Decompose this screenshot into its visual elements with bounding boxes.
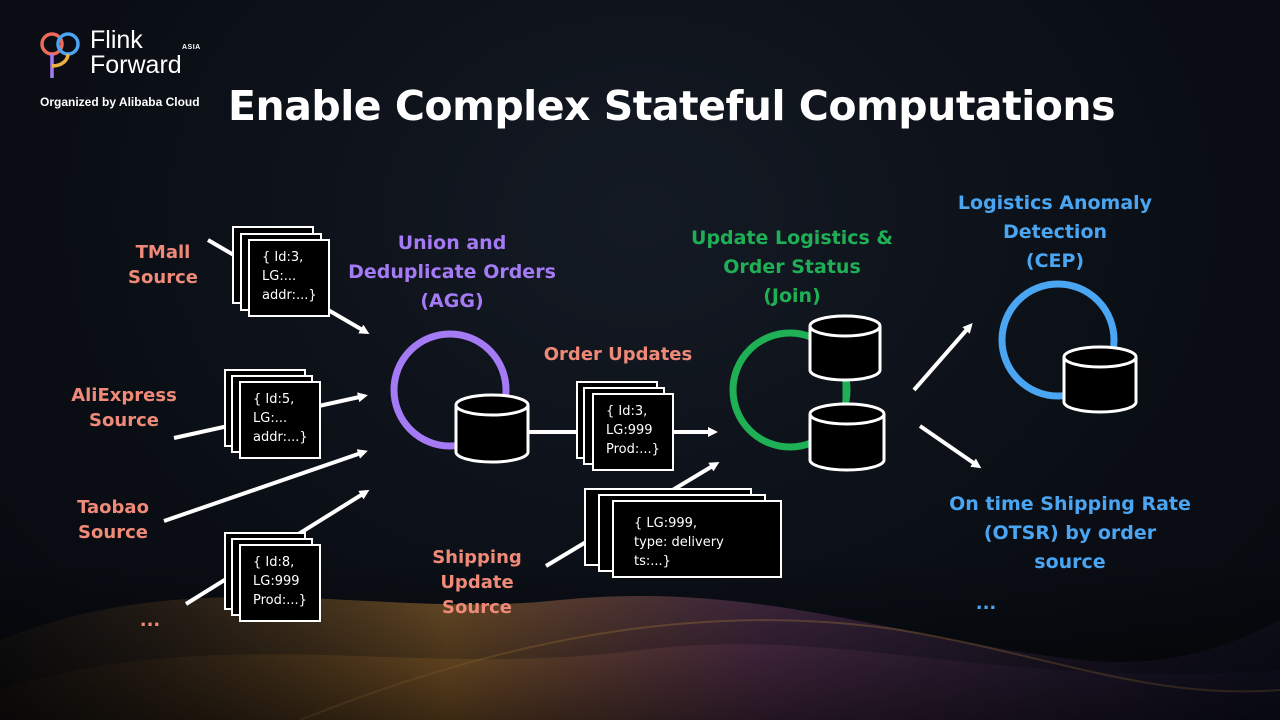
flink-logo-icon bbox=[40, 32, 80, 78]
record-line: addr:...} bbox=[253, 430, 308, 445]
source-label-tmall-line1: TMall bbox=[135, 242, 191, 263]
record-line: { Id:8, bbox=[253, 555, 295, 570]
cep-label-line1: Logistics Anomaly bbox=[957, 192, 1153, 214]
record-card-tmall: { Id:3, LG:... addr:...} bbox=[248, 239, 330, 317]
logo-organizer: Organized by Alibaba Cloud bbox=[40, 95, 200, 109]
record-card-aliexpress: { Id:5, LG:... addr:...} bbox=[239, 381, 321, 459]
logo-wordmark: Flink Forward bbox=[90, 28, 182, 78]
source-label-taobao-line1: Taobao bbox=[77, 497, 149, 518]
arrow-join-to-otsr bbox=[918, 424, 982, 469]
join-state-db-icon-top bbox=[808, 314, 882, 382]
otsr-label-line2: (OTSR) by order bbox=[983, 522, 1157, 544]
agg-operator-circle bbox=[390, 330, 510, 450]
outputs-more-label: ... bbox=[975, 593, 997, 614]
otsr-label-line3: source bbox=[1034, 551, 1106, 573]
record-card-order-update: { Id:3, LG:999 Prod:...} bbox=[592, 393, 674, 471]
join-label-line2: Order Status bbox=[723, 256, 861, 278]
agg-label-line1: Union and bbox=[397, 232, 507, 254]
cep-label: Logistics Anomaly Detection (CEP) bbox=[938, 189, 1172, 276]
record-line: LG:999 bbox=[606, 423, 653, 438]
source-label-aliexpress-line2: Source bbox=[89, 410, 159, 431]
source-label-aliexpress-line1: AliExpress bbox=[71, 385, 177, 406]
cep-state-db-icon bbox=[1062, 345, 1138, 414]
order-updates-label: Order Updates bbox=[543, 344, 693, 365]
join-label-line3: (Join) bbox=[763, 285, 821, 307]
record-line: { Id:3, bbox=[606, 404, 648, 419]
record-line: addr:...} bbox=[262, 288, 317, 303]
record-line: { Id:5, bbox=[253, 392, 295, 407]
logo-line2: Forward bbox=[90, 51, 182, 79]
agg-label-line2: Deduplicate Orders bbox=[348, 261, 556, 283]
record-line: { LG:999, bbox=[634, 516, 698, 531]
cep-label-line3: (CEP) bbox=[1025, 250, 1085, 272]
record-card-shipping: { LG:999, type: delivery ts:...} bbox=[612, 500, 782, 578]
source-label-taobao: Taobao Source bbox=[68, 495, 158, 545]
arrow-join-to-cep bbox=[912, 322, 973, 392]
flink-forward-logo: Flink Forward ASIA Organized by Alibaba … bbox=[38, 28, 218, 113]
record-line: Prod:...} bbox=[606, 442, 660, 457]
source-label-tmall-line2: Source bbox=[128, 267, 198, 288]
record-line: LG:... bbox=[253, 411, 288, 426]
shipping-source-line1: Shipping bbox=[432, 547, 522, 568]
shipping-source-label: Shipping Update Source bbox=[424, 545, 530, 620]
logo-badge: ASIA bbox=[182, 44, 201, 51]
record-line: type: delivery bbox=[634, 535, 724, 550]
record-line: LG:999 bbox=[253, 574, 300, 589]
source-label-tmall: TMall Source bbox=[120, 240, 206, 290]
otsr-label-line1: On time Shipping Rate bbox=[949, 493, 1191, 515]
cep-operator-circle bbox=[998, 280, 1118, 400]
source-label-aliexpress: AliExpress Source bbox=[66, 383, 182, 433]
otsr-label: On time Shipping Rate (OTSR) by order so… bbox=[930, 490, 1210, 577]
record-line: LG:... bbox=[262, 269, 297, 284]
source-label-taobao-line2: Source bbox=[78, 522, 148, 543]
join-state-db-icon-bottom bbox=[808, 402, 886, 472]
page-title: Enable Complex Stateful Computations bbox=[228, 82, 1116, 130]
cep-label-line2: Detection bbox=[1002, 221, 1108, 243]
shipping-source-line3: Source bbox=[442, 597, 512, 618]
record-line: { Id:3, bbox=[262, 250, 304, 265]
record-line: Prod:...} bbox=[253, 593, 307, 608]
shipping-source-line2: Update bbox=[440, 572, 514, 593]
record-line: ts:...} bbox=[634, 554, 671, 569]
logo-line1: Flink bbox=[90, 26, 143, 54]
source-label-more: ... bbox=[139, 610, 161, 631]
record-card-more: { Id:8, LG:999 Prod:...} bbox=[239, 544, 321, 622]
arrow-taobao bbox=[163, 449, 368, 523]
agg-state-db-icon bbox=[454, 393, 530, 464]
agg-label-line3: (AGG) bbox=[420, 290, 484, 312]
agg-label: Union and Deduplicate Orders (AGG) bbox=[334, 229, 570, 316]
join-label-line1: Update Logistics & bbox=[691, 227, 893, 249]
join-label: Update Logistics & Order Status (Join) bbox=[674, 224, 910, 311]
